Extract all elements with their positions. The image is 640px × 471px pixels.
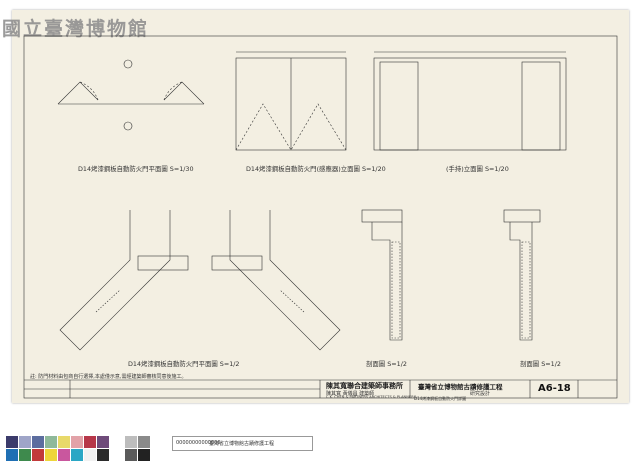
plan-top-title: D14烤漆鋼板自動防火門平面圖 S=1/30 xyxy=(78,165,194,173)
section-a-head xyxy=(361,209,403,223)
gray-scale-strip xyxy=(125,436,155,462)
elevation-right-title: (手持)立面圖 S=1/20 xyxy=(446,165,509,173)
architect-name: 陳其寬聯合建築師事務所 xyxy=(326,382,403,390)
drawing-sheet xyxy=(12,10,629,403)
section-b-title: 剖面圖 S=1/2 xyxy=(520,360,561,368)
design-label: 研究設計 xyxy=(470,391,491,397)
detail-plan-right xyxy=(229,210,341,351)
plan-detail-title: D14烤漆鋼板自動防火門平面圖 S=1/2 xyxy=(128,360,240,368)
sheet-border xyxy=(23,35,618,399)
section-a-title: 剖面圖 S=1/2 xyxy=(366,360,407,368)
architect-en: C.K. CHEN & PARTNERS ARCHITECTS & PLANNE… xyxy=(326,395,416,399)
barcode-id: 00000000000006 xyxy=(176,440,221,446)
right-door-swing xyxy=(163,81,205,105)
section-b-head xyxy=(503,209,541,223)
elevation-mid-title: D14烤漆鋼板自動防火門(感應器)立面圖 S=1/20 xyxy=(246,165,386,173)
note-text: 註: 防門材料由包商自行選擇,本處僅示意,需經建築師審核同意後施工。 xyxy=(30,374,187,380)
barcode-caption: 臺灣省立博物館古蹟修護工程 xyxy=(209,441,275,447)
sheet-number: A6-18 xyxy=(538,383,571,394)
left-door-swing xyxy=(57,81,99,105)
architect-sub: 陳其寬 黃儀昌 建築師 xyxy=(326,391,375,397)
drawing-name: D14烤漆鋼板自動防火門詳圖 xyxy=(414,396,467,401)
project-name: 臺灣省立博物館古蹟修護工程 xyxy=(418,383,503,391)
color-calibration-strip xyxy=(6,436,110,462)
museum-watermark: 國立臺灣博物館 xyxy=(2,18,150,40)
detail-plan-left xyxy=(59,210,171,351)
barcode-label: 00000000000006 臺灣省立博物館古蹟修護工程 xyxy=(172,436,313,451)
right-elevation xyxy=(373,57,567,151)
